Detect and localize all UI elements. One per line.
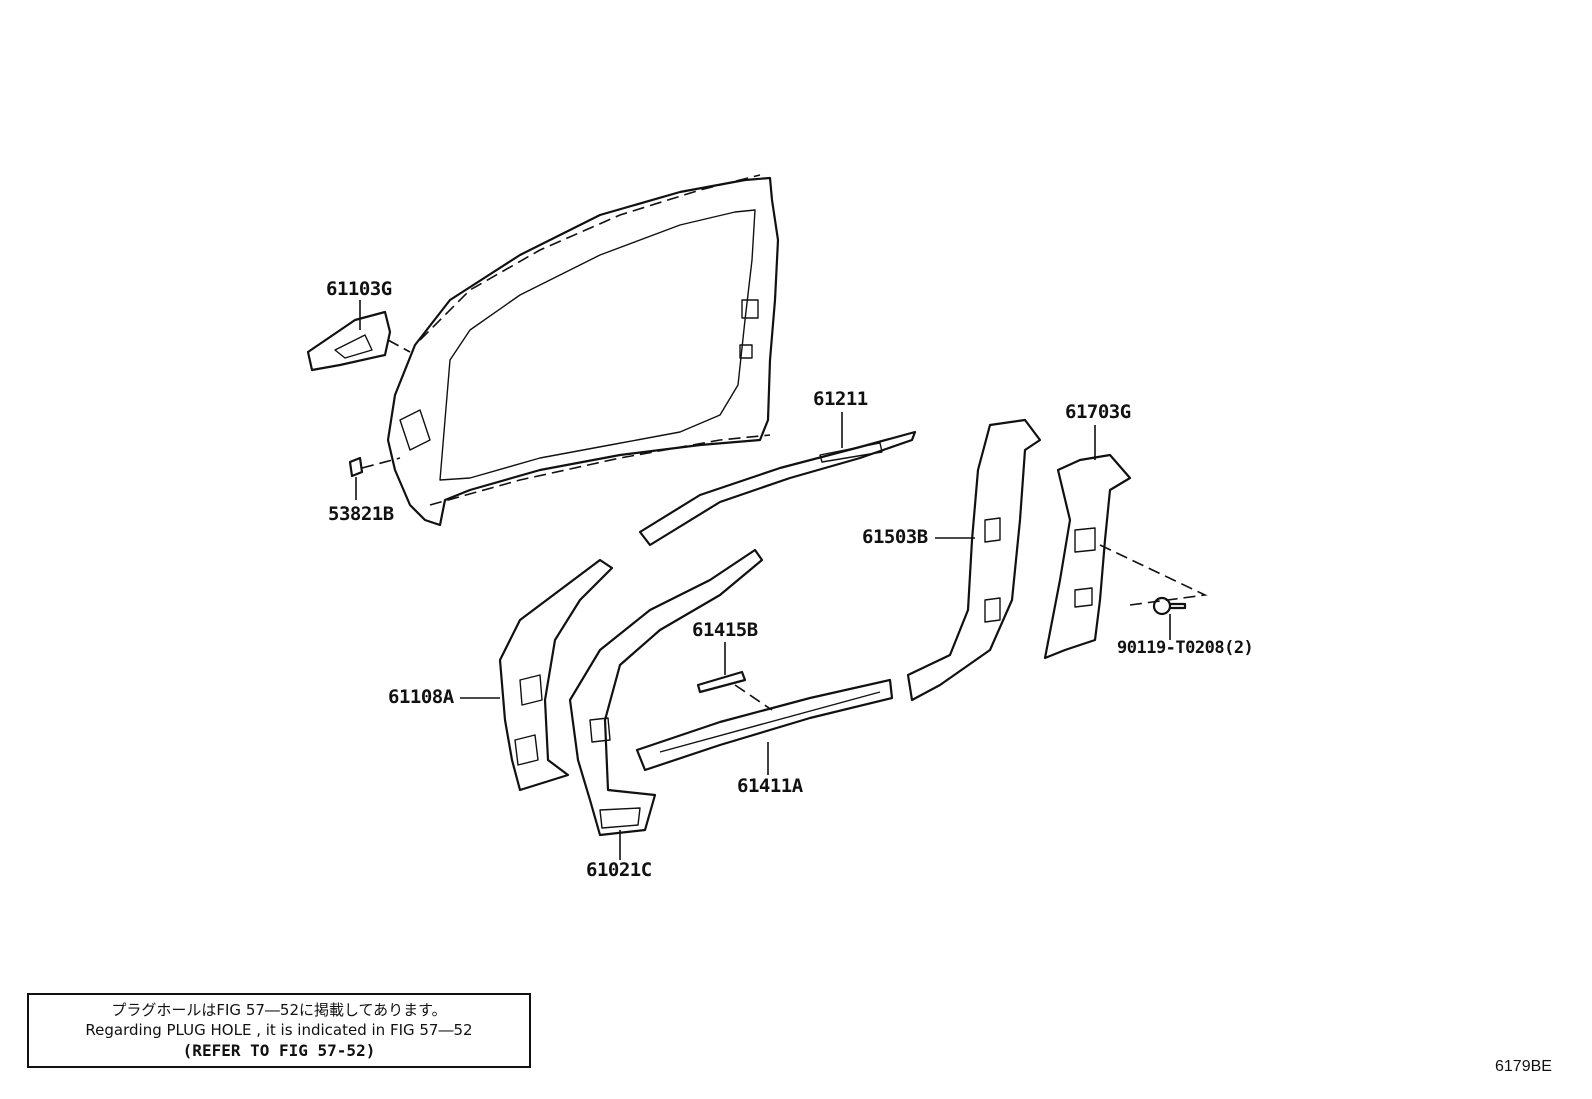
callout-61703G: 61703G <box>1065 401 1131 423</box>
part-61703G <box>1043 453 1208 660</box>
part-61415B <box>696 670 773 711</box>
note-line-japanese: プラグホールはFIG 57―52に掲載してあります。 <box>111 1001 447 1019</box>
part-61021C <box>568 548 764 837</box>
reference-note-box: プラグホールはFIG 57―52に掲載してあります。 Regarding PLU… <box>27 993 531 1068</box>
part-61411A <box>635 678 894 772</box>
callout-61503B: 61503B <box>862 526 928 548</box>
leader-lines <box>355 300 1171 860</box>
part-61503B <box>906 418 1042 702</box>
callout-61021C: 61021C <box>586 859 652 881</box>
callout-61103G: 61103G <box>326 278 392 300</box>
note-line-english: Regarding PLUG HOLE , it is indicated in… <box>85 1021 473 1039</box>
note-line-refer: (REFER TO FIG 57-52) <box>182 1041 376 1060</box>
figure-code: 6179BE <box>1495 1058 1552 1075</box>
part-61108A <box>498 558 614 792</box>
callout-61411A: 61411A <box>737 775 803 797</box>
part-53821B <box>348 456 401 478</box>
callout-61211: 61211 <box>813 388 868 410</box>
part-61103G <box>306 310 411 372</box>
callout-61108A: 61108A <box>388 686 454 708</box>
callout-90119-T0208: 90119-T0208(2) <box>1117 638 1254 658</box>
part-61211 <box>638 430 917 547</box>
callout-53821B: 53821B <box>328 503 394 525</box>
part-90119-T0208 <box>1152 596 1187 616</box>
side-outer-frame <box>386 174 780 527</box>
callout-61415B: 61415B <box>692 619 758 641</box>
